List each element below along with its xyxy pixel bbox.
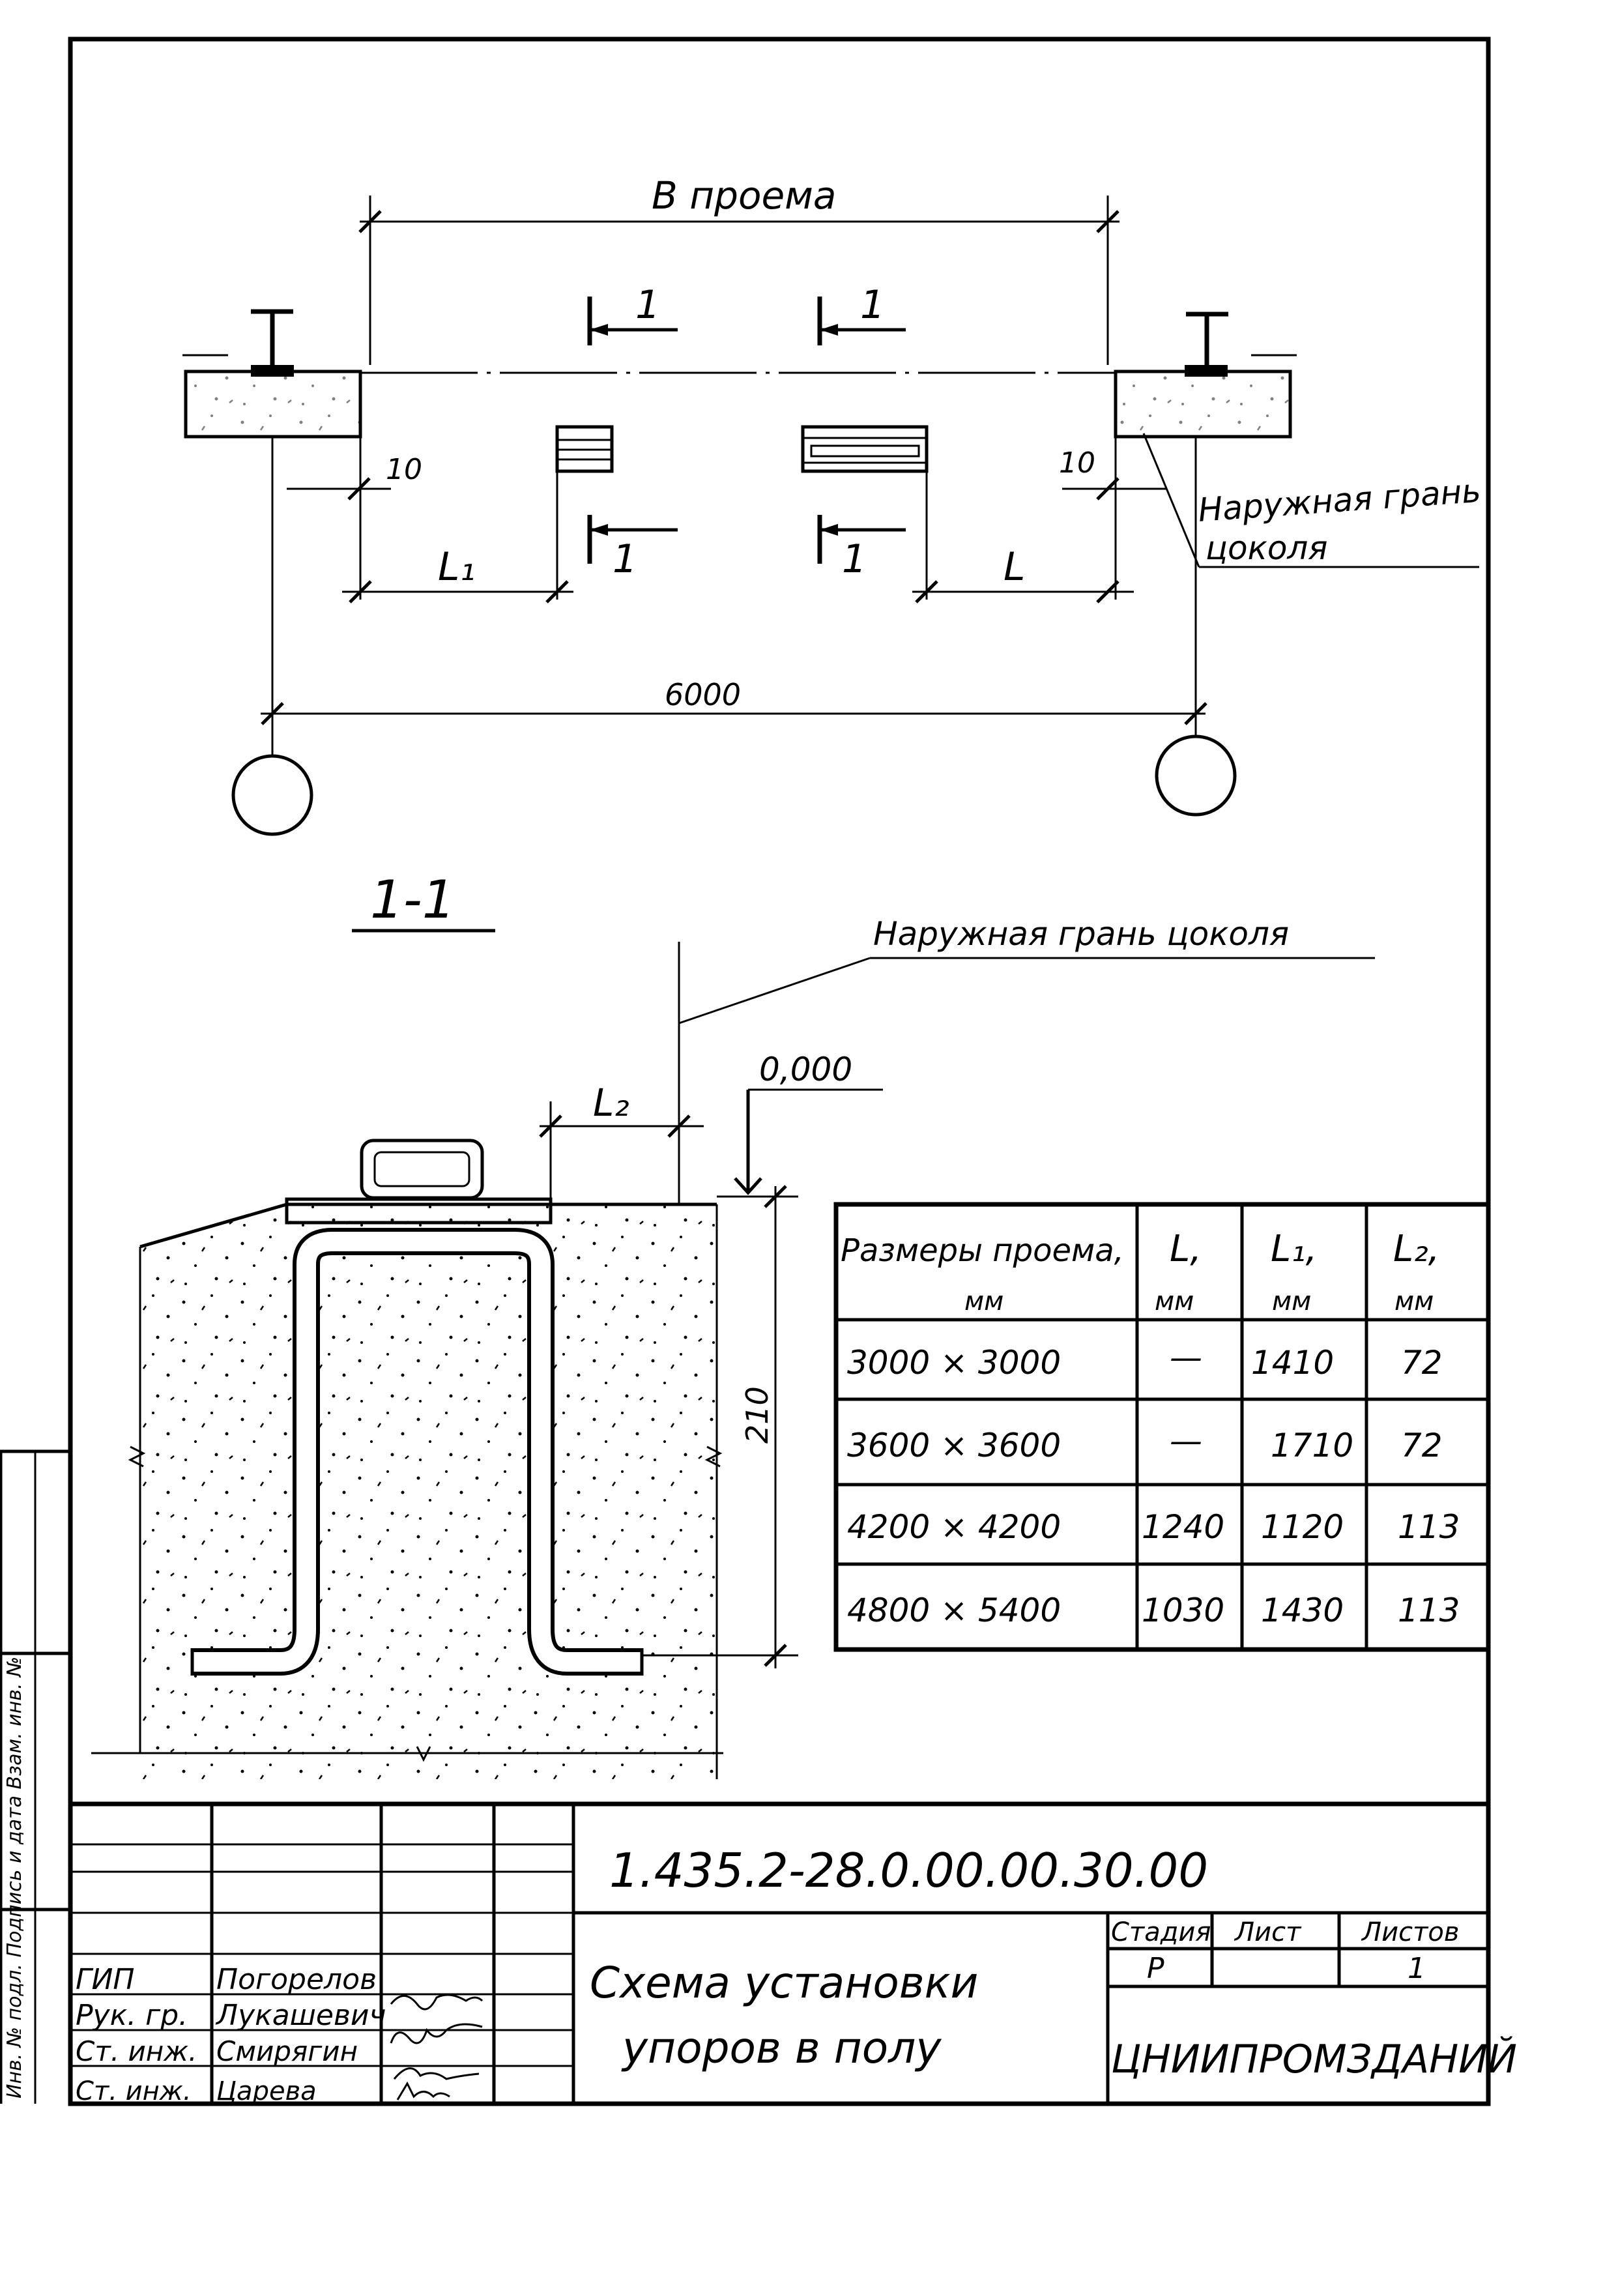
table-cell: 3000 × 3000 xyxy=(847,1344,1061,1382)
gap-right-label: 10 xyxy=(1059,446,1095,480)
plan-view: В проема xyxy=(182,173,1482,836)
edge-note-line2: цоколя xyxy=(1206,529,1327,567)
svg-text:1: 1 xyxy=(842,536,867,582)
table-cell: 113 xyxy=(1398,1508,1460,1546)
section-mark-bottom-right: 1 xyxy=(817,515,906,582)
table-cell: 1120 xyxy=(1261,1508,1344,1546)
signature-1 xyxy=(390,1994,484,2011)
dim-l1-label: L₁ xyxy=(438,544,475,590)
table-header-size-1: Размеры проема, xyxy=(841,1232,1124,1269)
dim-l2-label: L₂ xyxy=(593,1081,629,1125)
left-rail-icon xyxy=(251,309,294,377)
sheet-label: Лист xyxy=(1234,1917,1302,1947)
right-rail-icon xyxy=(1185,312,1228,377)
section-mark-bottom-left: 1 xyxy=(587,515,678,582)
person-name: Погорелов xyxy=(216,1963,377,1996)
person-name: Царева xyxy=(216,2076,317,2106)
role-label: Ст. инж. xyxy=(76,2076,192,2106)
table-cell: 72 xyxy=(1401,1344,1443,1382)
table-cell: — xyxy=(1170,1422,1202,1460)
gap-left-label: 10 xyxy=(386,453,422,486)
table-cell: 1410 xyxy=(1251,1344,1334,1382)
person-name: Смирягин xyxy=(216,2035,358,2067)
table-header-size-2: мм xyxy=(964,1286,1004,1316)
sheet-frame xyxy=(68,36,1491,2106)
document-code: 1.435.2-28.0.00.00.30.00 xyxy=(609,1843,1208,1898)
table-cell: — xyxy=(1170,1339,1202,1376)
opening-width-label: В проема xyxy=(652,173,836,218)
table-cell: 72 xyxy=(1401,1427,1443,1464)
signature-3 xyxy=(393,2067,480,2080)
axis-bubble-left xyxy=(231,754,313,836)
section-title: 1-1 xyxy=(370,869,455,930)
concrete-slab xyxy=(140,1204,717,1779)
depth-label: 210 xyxy=(740,1386,775,1444)
axis-bubble-right xyxy=(1155,734,1237,817)
table-header-l1-2: мм xyxy=(1272,1286,1311,1316)
person-name: Лукашевич xyxy=(215,1999,386,2032)
table-header-l2-1: L₂, xyxy=(1393,1228,1439,1270)
section-edge-note: Наружная грань цоколя xyxy=(873,915,1289,953)
table-header-l-2: мм xyxy=(1155,1286,1194,1316)
role-label: Рук. гр. xyxy=(76,1999,188,2032)
section-view: 1-1 Наружная грань цоколя 0,000 xyxy=(91,869,1375,1779)
table-cell: 1240 xyxy=(1142,1508,1224,1546)
sheets-label: Листов xyxy=(1361,1917,1459,1947)
signature-2 xyxy=(390,2023,483,2044)
table-header-l2-2: мм xyxy=(1394,1286,1434,1316)
section-mark-top-left: 1 xyxy=(587,282,678,345)
stop-large-icon xyxy=(801,425,929,473)
section-mark-top-right: 1 xyxy=(817,282,906,345)
level-label: 0,000 xyxy=(759,1051,852,1088)
dim-l-label: L xyxy=(1004,544,1025,590)
stop-small-icon xyxy=(555,425,614,473)
drawing-title-line2: упоров в полу xyxy=(621,2023,942,2073)
edge-note-line1: Наружная грань xyxy=(1197,472,1482,529)
signature-4 xyxy=(396,2081,450,2100)
axis-span-label: 6000 xyxy=(665,677,741,712)
table-cell: 113 xyxy=(1398,1591,1460,1629)
role-label: Ст. инж. xyxy=(76,2035,197,2067)
table-cell: 1430 xyxy=(1261,1591,1344,1629)
table-cell: 1710 xyxy=(1271,1427,1353,1464)
dimensions-table: Размеры проема, мм L, мм L₁, мм L₂, мм 3… xyxy=(833,1202,1491,1652)
table-cell: 1030 xyxy=(1142,1591,1224,1629)
stage-label: Стадия xyxy=(1111,1917,1211,1947)
svg-text:1: 1 xyxy=(635,282,660,328)
organization-name: ЦНИИПРОМЗДАНИЙ xyxy=(1111,2036,1517,2082)
role-label: ГИП xyxy=(76,1963,135,1996)
table-header-l-1: L, xyxy=(1170,1228,1202,1270)
table-cell: 4200 × 4200 xyxy=(847,1508,1061,1546)
svg-text:1: 1 xyxy=(860,282,885,328)
stage-value: Р xyxy=(1147,1952,1164,1985)
drawing-title-line1: Схема установки xyxy=(590,1958,978,2008)
stop-profile xyxy=(360,1139,484,1200)
table-cell: 4800 × 5400 xyxy=(847,1591,1061,1629)
margin-text: Инв. № подл. Подпись и дата Взам. инв. № xyxy=(3,1657,26,2099)
table-cell: 3600 × 3600 xyxy=(847,1427,1061,1464)
sheets-value: 1 xyxy=(1408,1952,1426,1985)
svg-text:1: 1 xyxy=(613,536,637,582)
title-block: ГИП Погорелов Рук. гр. Лукашевич Ст. инж… xyxy=(70,1801,1517,2106)
table-header-l1-1: L₁, xyxy=(1271,1228,1317,1270)
